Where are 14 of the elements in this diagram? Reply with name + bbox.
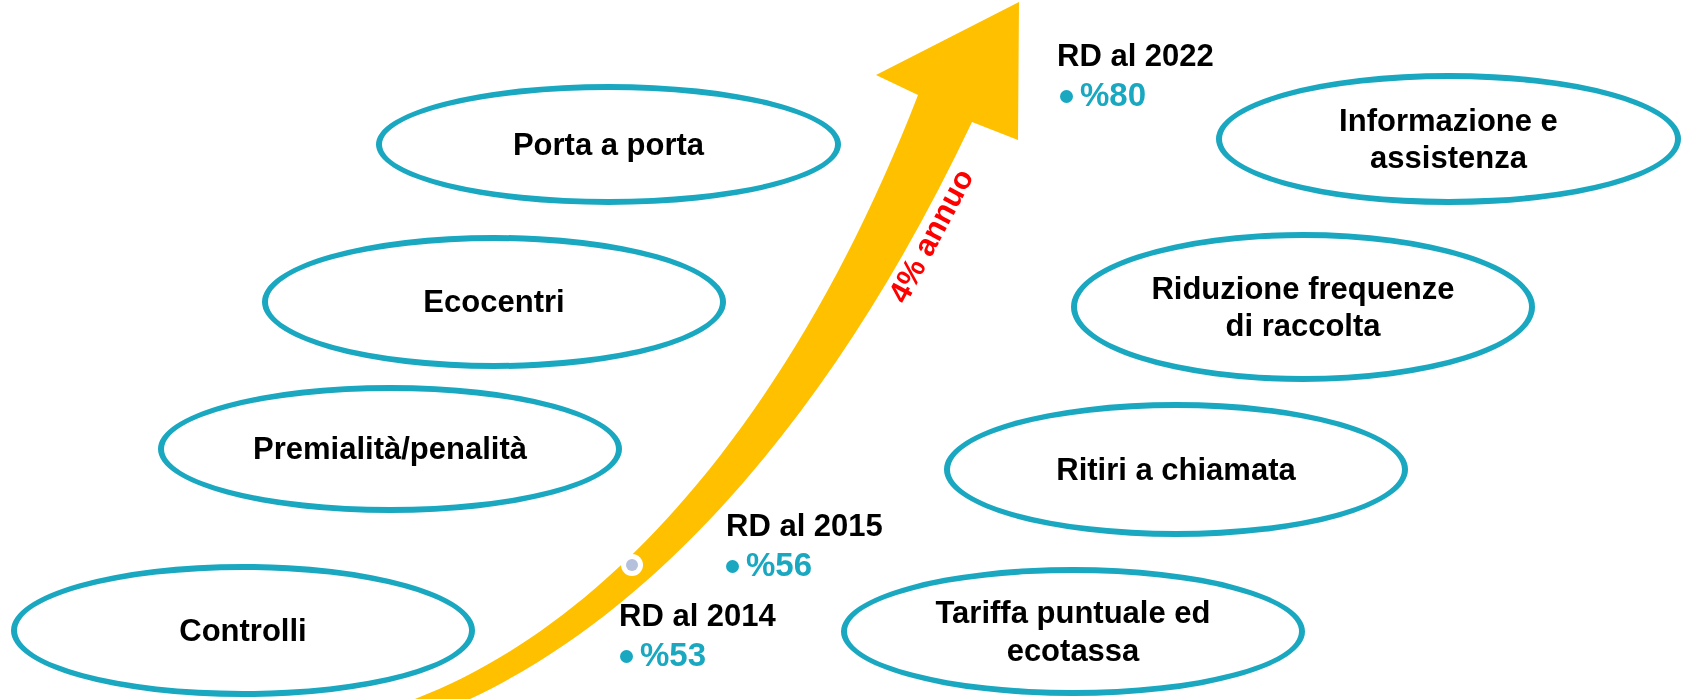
milestone-label: RD al 2014 — [619, 598, 776, 634]
ellipse-label: Riduzione frequenze di raccolta — [1150, 269, 1456, 345]
ellipse-label: Porta a porta — [511, 125, 706, 164]
milestone-label: RD al 2022 — [1057, 38, 1214, 74]
ellipse-label: Controlli — [178, 611, 308, 650]
ellipse-label: Ritiri a chiamata — [1055, 450, 1297, 489]
percentage-label: %80 — [1080, 76, 1147, 114]
ellipse-label: Ecocentri — [422, 283, 566, 321]
ellipse-label: Tariffa puntuale ed ecotassa — [934, 594, 1212, 669]
percentage-label: %56 — [746, 546, 813, 584]
percentage-label: %53 — [640, 636, 707, 674]
milestone-label: RD al 2015 — [726, 508, 883, 544]
ellipse-label: Informazione e assistenza — [1338, 101, 1559, 177]
ellipse-label: Premialità/penalità — [252, 430, 528, 468]
